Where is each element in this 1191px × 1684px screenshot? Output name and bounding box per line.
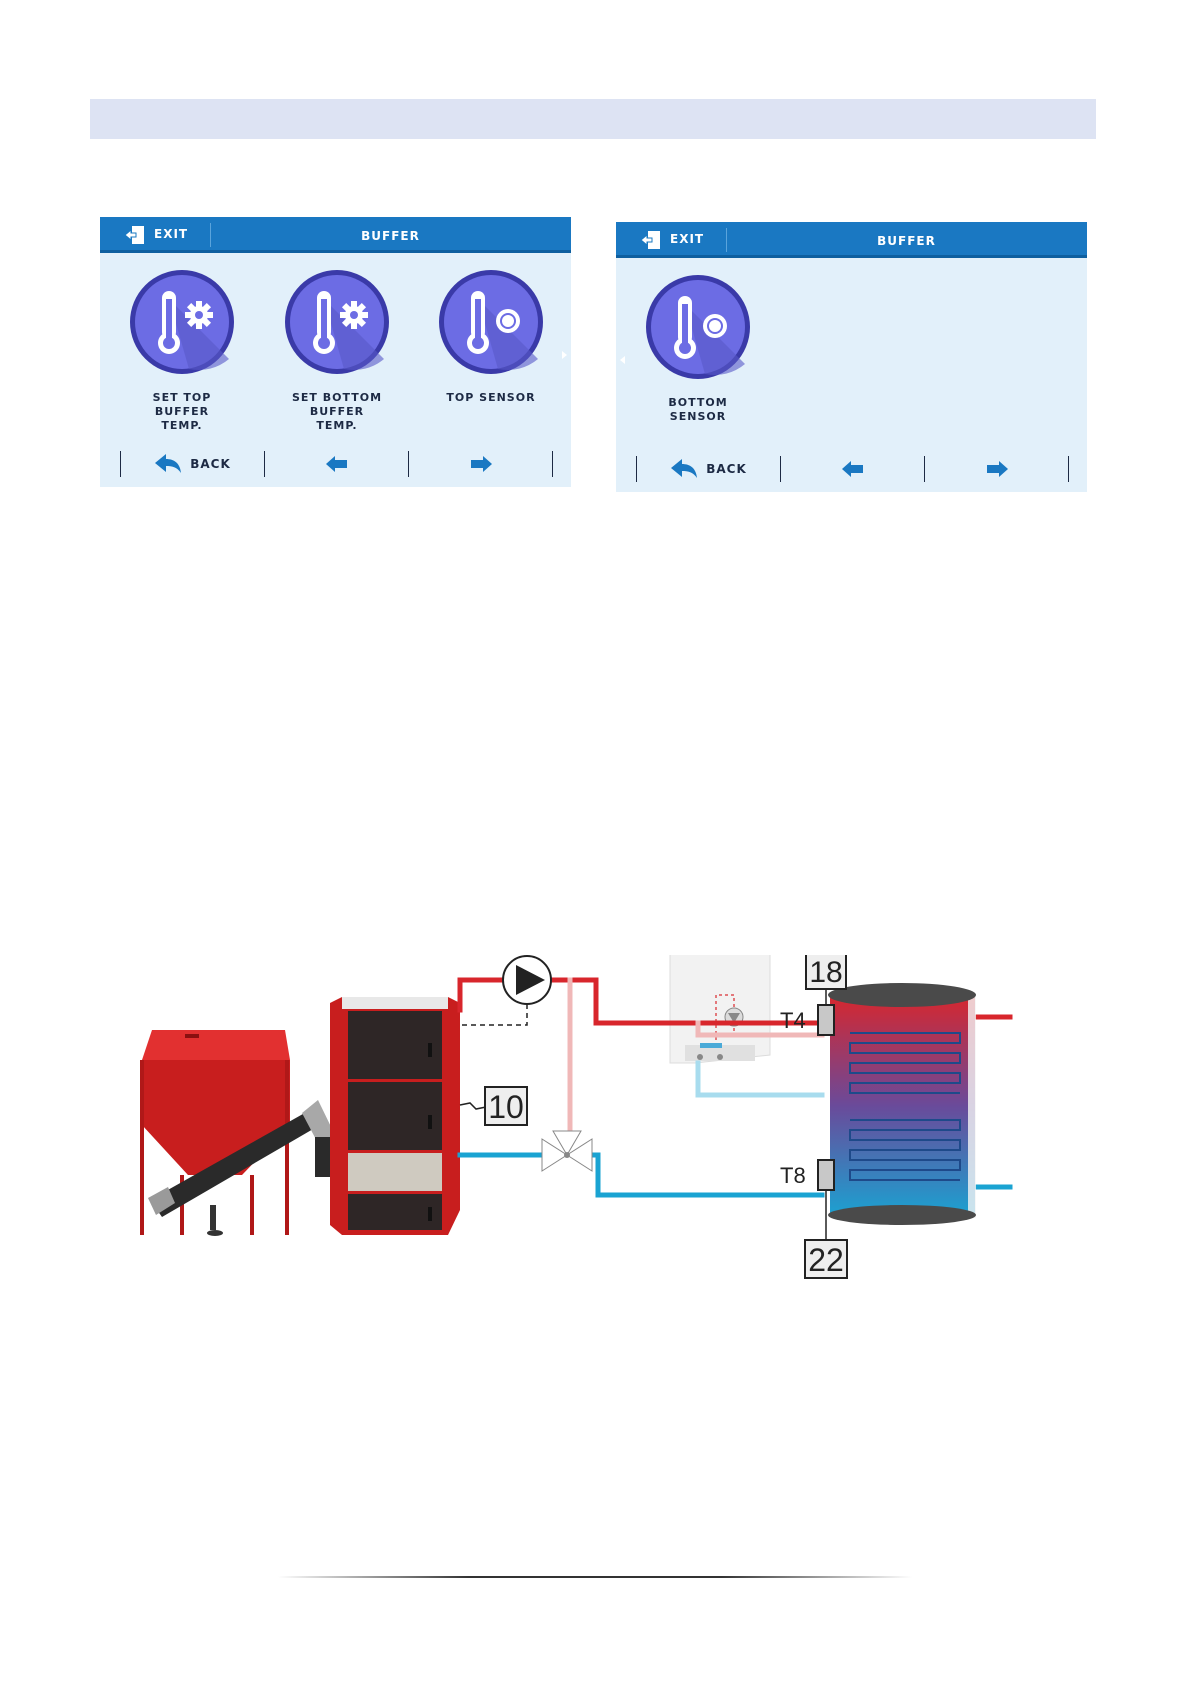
number-box-bottom: 22: [805, 1240, 847, 1278]
arrow-right-icon: [470, 456, 492, 472]
thermometer-gear-icon: [129, 269, 235, 375]
page-right-indicator-icon[interactable]: [562, 351, 567, 359]
bottom-divider: [1068, 456, 1069, 482]
tile-label: BOTTOM SENSOR: [628, 396, 768, 424]
tile-label: SET BOTTOM BUFFER TEMP.: [267, 391, 407, 433]
back-label: BACK: [706, 462, 747, 476]
hydraulic-diagram: 18 T4 10 T8 22: [130, 955, 1050, 1375]
arrow-left-icon: [326, 456, 348, 472]
arrow-right-icon: [986, 461, 1008, 477]
screen-title: BUFFER: [210, 229, 571, 243]
page-left-indicator-icon[interactable]: [620, 356, 625, 364]
prev-button[interactable]: [781, 454, 924, 484]
number-box-top: 18: [806, 955, 846, 989]
sensor-label-t4: T4: [780, 1008, 806, 1033]
tile-set-top-buffer-temp[interactable]: SET TOP BUFFER TEMP.: [112, 269, 252, 433]
footer-divider: [278, 1576, 912, 1578]
pellet-hopper: [140, 1030, 345, 1236]
next-button[interactable]: [409, 449, 552, 479]
tile-label: SET TOP BUFFER TEMP.: [112, 391, 252, 433]
thermometer-sensor-icon: [438, 269, 544, 375]
sensor-label-t8: T8: [780, 1163, 806, 1188]
back-arrow-icon: [670, 458, 698, 480]
screen-bottom-bar: BACK: [616, 448, 1087, 492]
screen-topbar: EXIT BUFFER: [616, 222, 1087, 258]
next-button[interactable]: [925, 454, 1068, 484]
back-button[interactable]: BACK: [121, 449, 264, 479]
screen-bottom-bar: BACK: [100, 443, 571, 487]
screen-title: BUFFER: [726, 234, 1087, 248]
tile-label: TOP SENSOR: [421, 391, 561, 405]
exit-button[interactable]: EXIT: [670, 232, 704, 246]
mixing-valve-icon: [542, 1131, 592, 1171]
wall-gas-boiler: [670, 955, 770, 1063]
box-number-18: 18: [809, 956, 842, 989]
box-number-22: 22: [808, 1242, 844, 1278]
bottom-divider: [552, 451, 553, 477]
controller-screen-1: EXIT BUFFER SET TOP BUFFER TEMP.: [100, 217, 571, 487]
solid-fuel-boiler: [330, 997, 460, 1235]
circulation-pump-icon: [460, 956, 551, 1025]
tile-set-bottom-buffer-temp[interactable]: SET BOTTOM BUFFER TEMP.: [267, 269, 407, 433]
back-label: BACK: [190, 457, 231, 471]
arrow-left-icon: [842, 461, 864, 477]
number-box-boiler: 10: [485, 1087, 527, 1125]
exit-icon[interactable]: [124, 225, 146, 245]
thermometer-sensor-icon: [645, 274, 751, 380]
tile-top-sensor[interactable]: TOP SENSOR: [421, 269, 561, 405]
box-number-10: 10: [488, 1089, 524, 1125]
screen-topbar: EXIT BUFFER: [100, 217, 571, 253]
back-arrow-icon: [154, 453, 182, 475]
controller-screen-2: EXIT BUFFER BOTTOM SENSOR BACK: [616, 222, 1087, 492]
exit-button[interactable]: EXIT: [154, 227, 188, 241]
tile-bottom-sensor[interactable]: BOTTOM SENSOR: [628, 274, 768, 424]
exit-icon[interactable]: [640, 230, 662, 250]
buffer-tank: [818, 983, 976, 1225]
back-button[interactable]: BACK: [637, 454, 780, 484]
thermometer-gear-icon: [284, 269, 390, 375]
prev-button[interactable]: [265, 449, 408, 479]
header-band: [90, 99, 1096, 139]
